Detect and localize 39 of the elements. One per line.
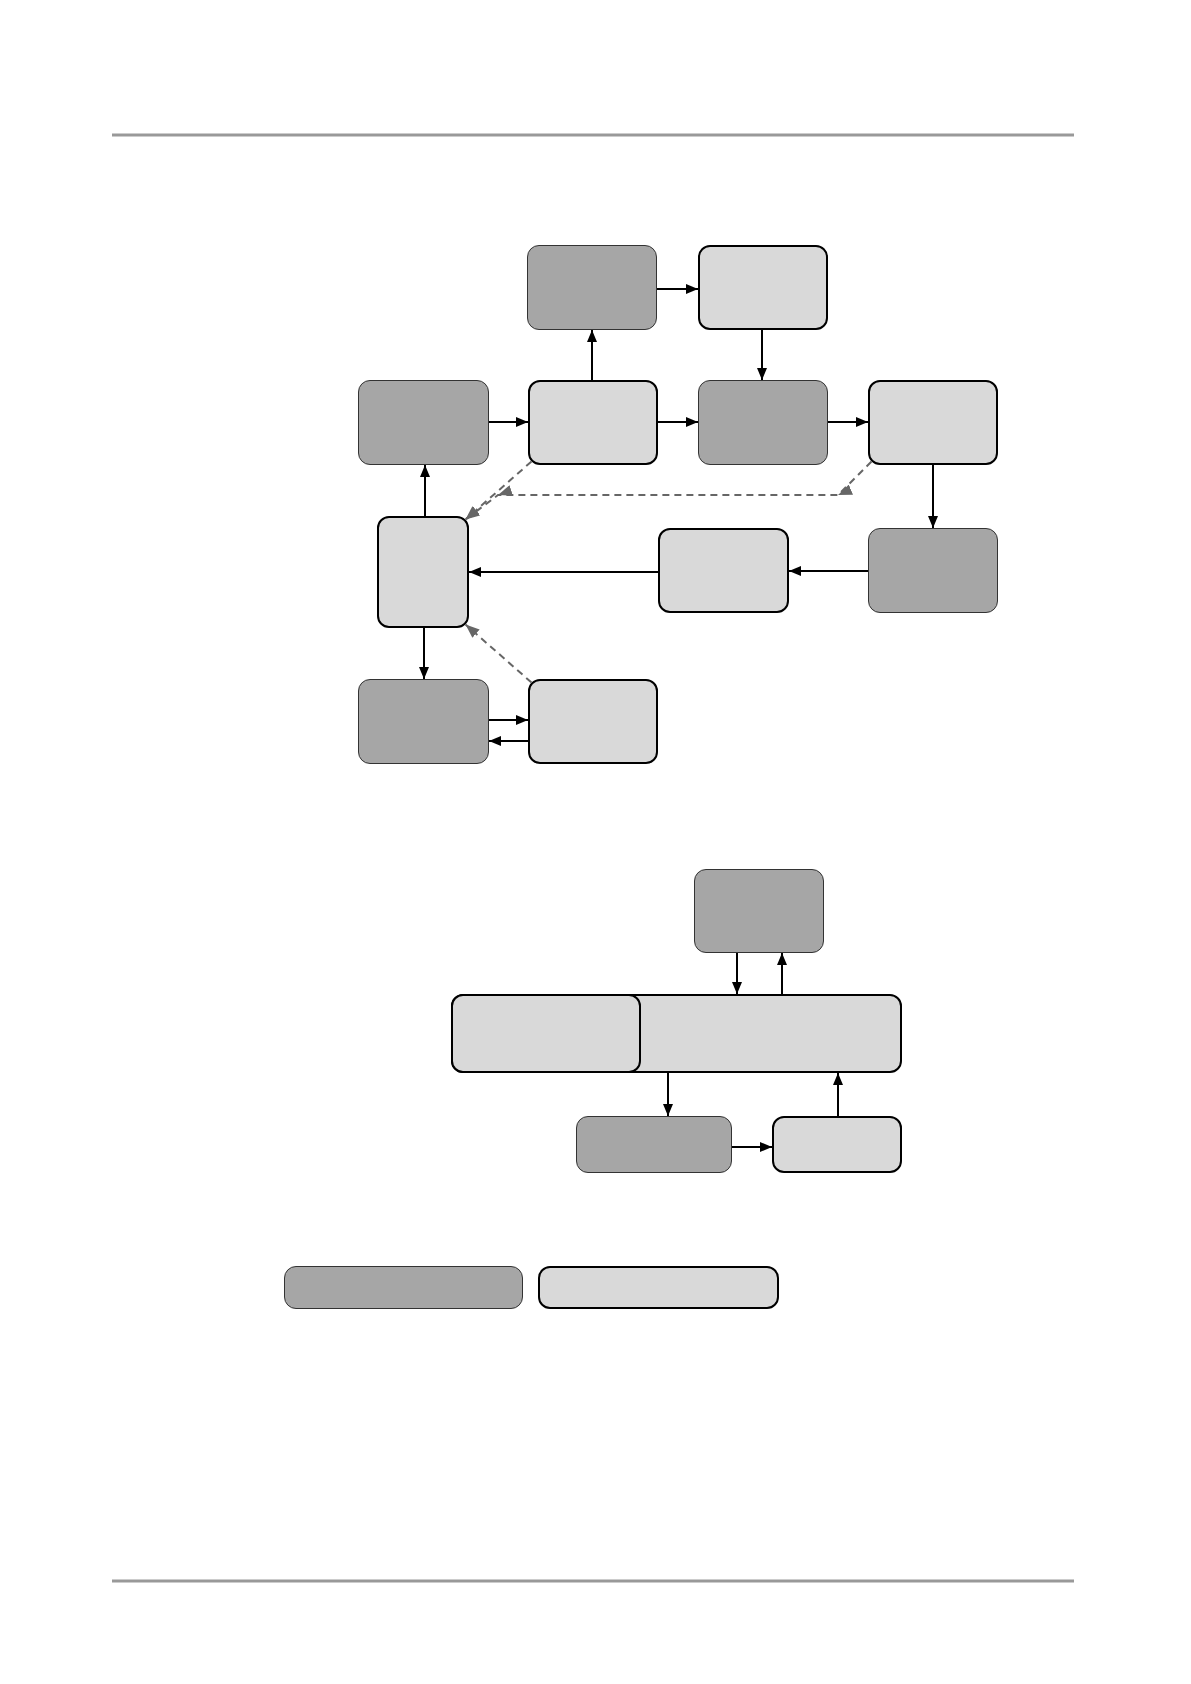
process-box bbox=[868, 380, 998, 465]
process-box bbox=[358, 679, 489, 764]
arrow bbox=[488, 736, 529, 746]
arrow bbox=[833, 1072, 843, 1117]
process-box bbox=[576, 1116, 732, 1173]
arrow bbox=[757, 329, 767, 381]
arrow bbox=[656, 284, 699, 294]
process-box bbox=[377, 516, 469, 628]
process-box bbox=[451, 994, 902, 1073]
process-box bbox=[528, 679, 658, 764]
process-box bbox=[772, 1116, 902, 1173]
process-box bbox=[658, 528, 789, 613]
arrow bbox=[732, 952, 742, 995]
arrow bbox=[657, 417, 699, 427]
arrow bbox=[731, 1142, 773, 1152]
process-box bbox=[694, 869, 824, 953]
arrow bbox=[928, 464, 938, 529]
process-box bbox=[451, 994, 641, 1073]
process-box bbox=[358, 380, 489, 465]
process-box bbox=[698, 380, 828, 465]
arrow bbox=[488, 417, 529, 427]
arrow bbox=[419, 627, 429, 680]
process-box bbox=[868, 528, 998, 613]
process-box bbox=[527, 245, 657, 330]
arrow bbox=[468, 567, 659, 577]
arrow bbox=[788, 566, 869, 576]
process-box bbox=[528, 380, 658, 465]
key-box bbox=[538, 1266, 779, 1309]
dashed-arrow bbox=[464, 460, 533, 521]
arrow bbox=[663, 1072, 673, 1117]
dashed-arrow bbox=[464, 623, 533, 684]
arrow bbox=[587, 329, 597, 381]
process-box bbox=[698, 245, 828, 330]
arrow bbox=[827, 417, 869, 427]
arrow bbox=[488, 715, 529, 725]
key-box bbox=[284, 1266, 523, 1309]
arrow bbox=[777, 952, 787, 995]
dashed-arrow bbox=[464, 460, 873, 521]
arrow bbox=[420, 464, 430, 517]
